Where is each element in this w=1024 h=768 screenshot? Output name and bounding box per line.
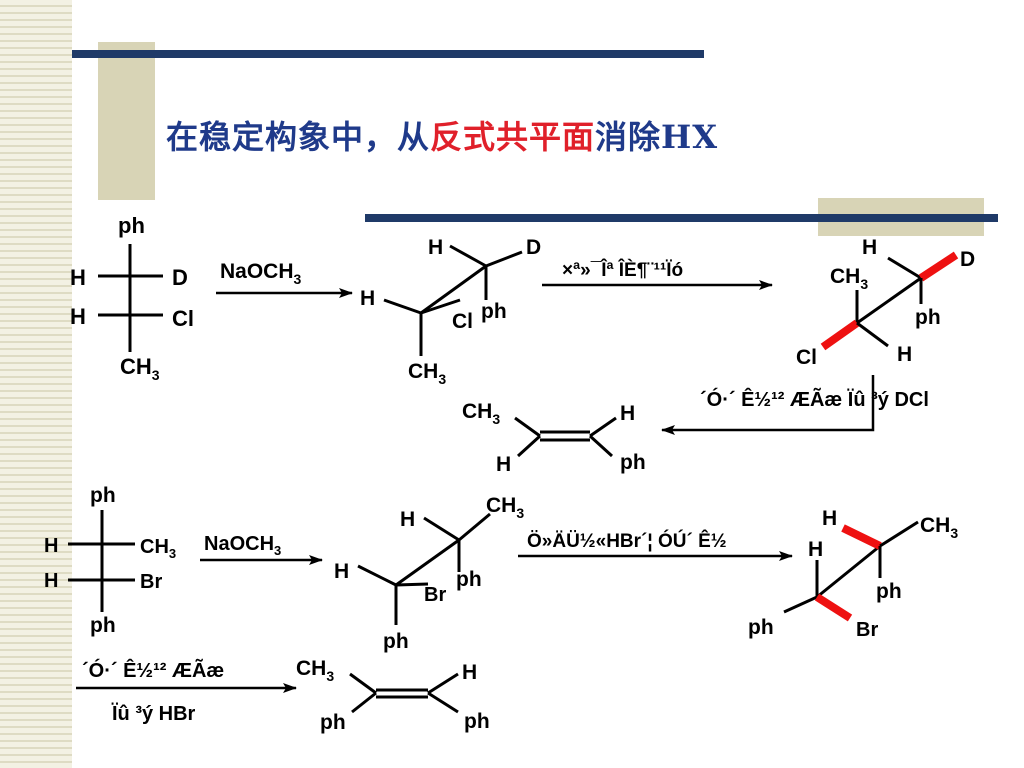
sawhorse-2b (783, 520, 919, 622)
fischer1-row1-left: H (70, 265, 86, 290)
step-label-1: ×ª»¯Îª ÎÈ¶¨¹¹Ïó (562, 259, 683, 281)
fischer1-row2-right: Cl (172, 306, 194, 331)
saw2a-back-ph: ph (456, 568, 482, 591)
fischer1-row2-left: H (70, 304, 86, 329)
arrow-3 (661, 375, 875, 435)
elim-label-2b: Ïû ³ý HBr (111, 702, 196, 725)
saw2b-ch3: CH3 (920, 514, 958, 541)
prod1-h-right: H (620, 402, 635, 425)
step-label-2: Ö»ÄÜ½«HBr´¦ ÓÚ´ Ê½ (527, 530, 727, 552)
slide-title: 在稳定构象中，从反式共平面消除HX (166, 112, 718, 158)
saw1a-back-ph: ph (481, 300, 507, 323)
saw1b-cl: Cl (796, 346, 817, 369)
elim-label-2a: ´Ó·´ Ê½¹² ÆÃæ (82, 658, 224, 682)
prod2-ph-right: ph (464, 710, 490, 733)
saw2b-h2: H (808, 538, 823, 561)
saw1b-h-bottom: H (897, 343, 912, 366)
saw2a-front-ph: ph (383, 630, 409, 653)
reagent-1: NaOCH3 (220, 260, 302, 287)
mid-rule (365, 214, 998, 222)
prod1-ph: ph (620, 451, 646, 474)
sawhorse-2a (357, 512, 491, 625)
saw2b-ph-left: ph (748, 616, 774, 639)
sawhorse-1a (383, 244, 523, 356)
prod2-ch3: CH3 (296, 657, 334, 684)
saw1a-front-h: H (360, 287, 375, 310)
saw2a-back-ch3: CH3 (486, 494, 524, 521)
prod1-h-left: H (496, 453, 511, 476)
fischer1-bottom: CH3 (120, 354, 160, 383)
fischer2-top-ph: ph (90, 484, 116, 507)
top-rule (72, 50, 704, 58)
prod2-ph-left: ph (320, 711, 346, 734)
fischer2-row2-left: H (44, 570, 58, 592)
prod1-ch3: CH3 (462, 400, 500, 427)
saw1b-d: D (960, 248, 975, 271)
title-part-1: 在稳定构象中，从 (166, 118, 431, 156)
title-part-3: 消除HX (595, 118, 719, 156)
saw1a-front-ch3: CH3 (408, 360, 446, 387)
reagent-2: NaOCH3 (204, 533, 281, 558)
accent-box-left (98, 42, 155, 200)
saw2a-front-h: H (334, 560, 349, 583)
left-decorative-stripe (0, 0, 72, 768)
fischer2-row2-right: Br (140, 571, 162, 593)
fischer2-row1-left: H (44, 535, 58, 557)
alkene-product-2 (349, 672, 459, 714)
saw1b-h-top: H (862, 236, 877, 259)
fischer-projection-1 (98, 244, 163, 352)
prod2-h: H (462, 661, 477, 684)
fischer1-top-ph: ph (118, 213, 145, 238)
saw1b-ch3: CH3 (830, 265, 868, 292)
saw1a-back-d: D (526, 236, 541, 259)
fischer-projection-2 (68, 510, 135, 612)
saw1a-front-cl: Cl (452, 310, 473, 333)
saw2b-h1: H (822, 507, 837, 530)
saw1b-ph: ph (915, 306, 941, 329)
alkene-product-1 (514, 416, 617, 458)
sawhorse-1b (820, 251, 959, 351)
elim-label-1: ´Ó·´ Ê½¹² ÆÃæ Ïû ³ý DCl (700, 387, 929, 411)
saw1a-back-h: H (428, 236, 443, 259)
saw2b-ph-right: ph (876, 580, 902, 603)
fischer1-row1-right: D (172, 265, 188, 290)
fischer2-bottom-ph: ph (90, 614, 116, 637)
saw2a-front-br: Br (424, 584, 446, 606)
saw2a-back-h: H (400, 508, 415, 531)
title-part-highlight: 反式共平面 (430, 118, 596, 156)
saw2b-br: Br (856, 619, 878, 641)
fischer2-row1-right: CH3 (140, 536, 176, 561)
